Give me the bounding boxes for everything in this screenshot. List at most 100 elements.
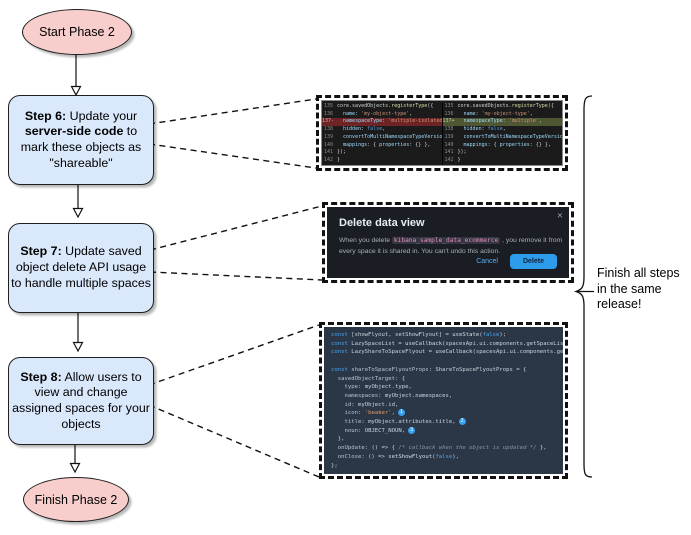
step-text-segment: server-side code — [24, 124, 124, 139]
snippet-code-line: savedObjectTarget: { — [337, 375, 406, 382]
code-text: mappings: { properties: {} }, — [463, 141, 551, 148]
start-node-label: Start Phase 2 — [39, 25, 115, 39]
step-text-segment: Step 6: — [24, 108, 67, 123]
snippet-code-line: onClose: () => setShowFlyout(false), — [337, 453, 460, 460]
code-text: convertToMultiNamespaceTypeVersion: ' — [463, 133, 562, 140]
step-box-8: Step 8: Allow users to view and change a… — [8, 357, 154, 445]
connector-step7-top — [149, 205, 323, 251]
connector-step8-top — [148, 324, 320, 386]
code-text: namespaceType: 'multiple', — [463, 118, 542, 125]
code-text: convertToMultiNamespaceTypeVersion: ' — [343, 133, 442, 140]
finish-node-label: Finish Phase 2 — [34, 492, 118, 507]
arrowhead-icon — [70, 85, 82, 97]
delete-dialog: ✕ Delete data view When you delete kiban… — [327, 207, 569, 278]
line-number: 136 — [444, 110, 454, 117]
dialog-title: Delete data view — [339, 217, 425, 229]
code-text: core.savedObjects.registerType({ — [457, 103, 554, 109]
arrowhead-icon — [69, 462, 81, 474]
brace-path — [573, 95, 593, 478]
line-number: 137- — [322, 118, 335, 125]
snippet-code-line: }, — [331, 436, 345, 443]
diff-code-line: 141}); — [322, 149, 442, 157]
snippet-code-line: const [showFlyout, setShowFlyout] = useS… — [331, 332, 507, 338]
dialog-body-text-after: , you remove it from every space it is s… — [339, 237, 563, 255]
diff-code-line: 141}); — [443, 149, 563, 157]
line-number: 139 — [323, 133, 333, 140]
code-text: hidden: false, — [463, 126, 506, 133]
line-number: 142 — [323, 156, 333, 163]
dialog-body-text-before: When you delete — [339, 237, 392, 244]
line-number: 140 — [444, 141, 454, 148]
callout-number-badge: 3 — [408, 426, 416, 434]
diff-code-line: 138 hidden: false, — [322, 126, 442, 134]
arrowhead-icon — [72, 207, 84, 219]
code-text: mappings: { properties: {} }, — [343, 141, 431, 148]
code-text: } — [457, 156, 461, 163]
cancel-button[interactable]: Cancel — [476, 258, 498, 265]
step-text-segment: Step 7: — [20, 244, 62, 259]
snippet-code-line: namespaces: myObject.namespaces, — [344, 392, 453, 399]
code-text: }); — [457, 149, 467, 156]
line-number: 135 — [444, 103, 454, 109]
line-number: 140 — [323, 141, 333, 148]
connector-step6-bottom — [148, 143, 317, 169]
callout-number-badge: 2 — [458, 418, 466, 426]
screenshot-frame-code-snippet: const [showFlyout, setShowFlyout] = useS… — [319, 322, 568, 479]
snippet-code-line: id: myObject.id, — [344, 401, 399, 408]
line-number: 137+ — [442, 118, 455, 125]
line-number: 138 — [444, 126, 454, 133]
code-text: core.savedObjects.registerType({ — [337, 103, 434, 109]
diff-code-line: 139 convertToMultiNamespaceTypeVersion: … — [322, 134, 442, 142]
delete-button[interactable]: Delete — [509, 254, 557, 269]
line-number: 142 — [444, 156, 454, 163]
snippet-code-line: }; — [331, 462, 338, 469]
callout-connectors — [148, 98, 323, 478]
arrowhead-icon — [72, 341, 84, 353]
diff-code-line: 136 name: 'my-object-type', — [443, 111, 563, 119]
dialog-body: When you delete kibana_sample_data_ecomm… — [339, 236, 563, 258]
step-7-text: Step 7: Update saved object delete API u… — [11, 244, 151, 291]
step-text-segment: Allow users to view and change assigned … — [12, 369, 150, 431]
step-box-7: Step 7: Update saved object delete API u… — [8, 223, 154, 313]
code-text: } — [337, 156, 341, 163]
diff-code-line: 140 mappings: { properties: {} }, — [443, 142, 563, 150]
step-text-segment: to mark these objects as "shareable" — [20, 124, 142, 170]
step-6-text: Step 6: Update your server-side code to … — [11, 109, 151, 172]
connector-step6-top — [148, 98, 317, 125]
brace-note: Finish all steps in the same release! — [597, 266, 680, 312]
curly-brace — [573, 95, 594, 478]
line-number: 141 — [444, 149, 454, 156]
start-node: Start Phase 2 — [22, 9, 132, 55]
diff-code-line: 140 mappings: { properties: {} }, — [322, 142, 442, 150]
diff-code-line: 142} — [322, 157, 442, 165]
finish-node: Finish Phase 2 — [23, 477, 129, 522]
snippet-code-line: title: myObject.attributes.title,2 — [331, 418, 556, 427]
step-8-text: Step 8: Allow users to view and change a… — [11, 370, 151, 433]
dialog-inline-code: kibana_sample_data_ecommerce — [391, 237, 501, 244]
code-text: name: 'my-object-type', — [343, 110, 413, 117]
snippet-code-line: onUpdate: () => { /* callback when the o… — [337, 445, 547, 452]
diff-code-line: 138 hidden: false, — [443, 126, 563, 134]
step-text-segment: Update your — [66, 108, 138, 123]
connector-step8-bottom — [148, 404, 320, 478]
step-text-segment: Update saved object delete API usage to … — [11, 244, 151, 290]
close-icon[interactable]: ✕ — [556, 211, 563, 220]
snippet-code-line — [331, 357, 556, 366]
snippet-code-line: const LazyShareToSpaceFlyout = useCallba… — [331, 349, 563, 356]
diff-code-line: 137- namespaceType: 'multiple-isolated', — [322, 118, 442, 127]
snippet-code-line: noun: OBJECT_NOUN,3 — [331, 426, 556, 436]
callout-number-badge: 1 — [398, 409, 406, 417]
connector-step7-bottom — [149, 271, 323, 281]
screenshot-frame-dialog: ✕ Delete data view When you delete kiban… — [322, 202, 574, 283]
snippet-code-line: const LazySpaceList = useCallback(spaces… — [331, 340, 563, 347]
step-box-6: Step 6: Update your server-side code to … — [8, 95, 154, 185]
code-text: }); — [337, 149, 347, 156]
diff-code-line: 142} — [443, 157, 563, 165]
line-number: 141 — [323, 149, 333, 156]
